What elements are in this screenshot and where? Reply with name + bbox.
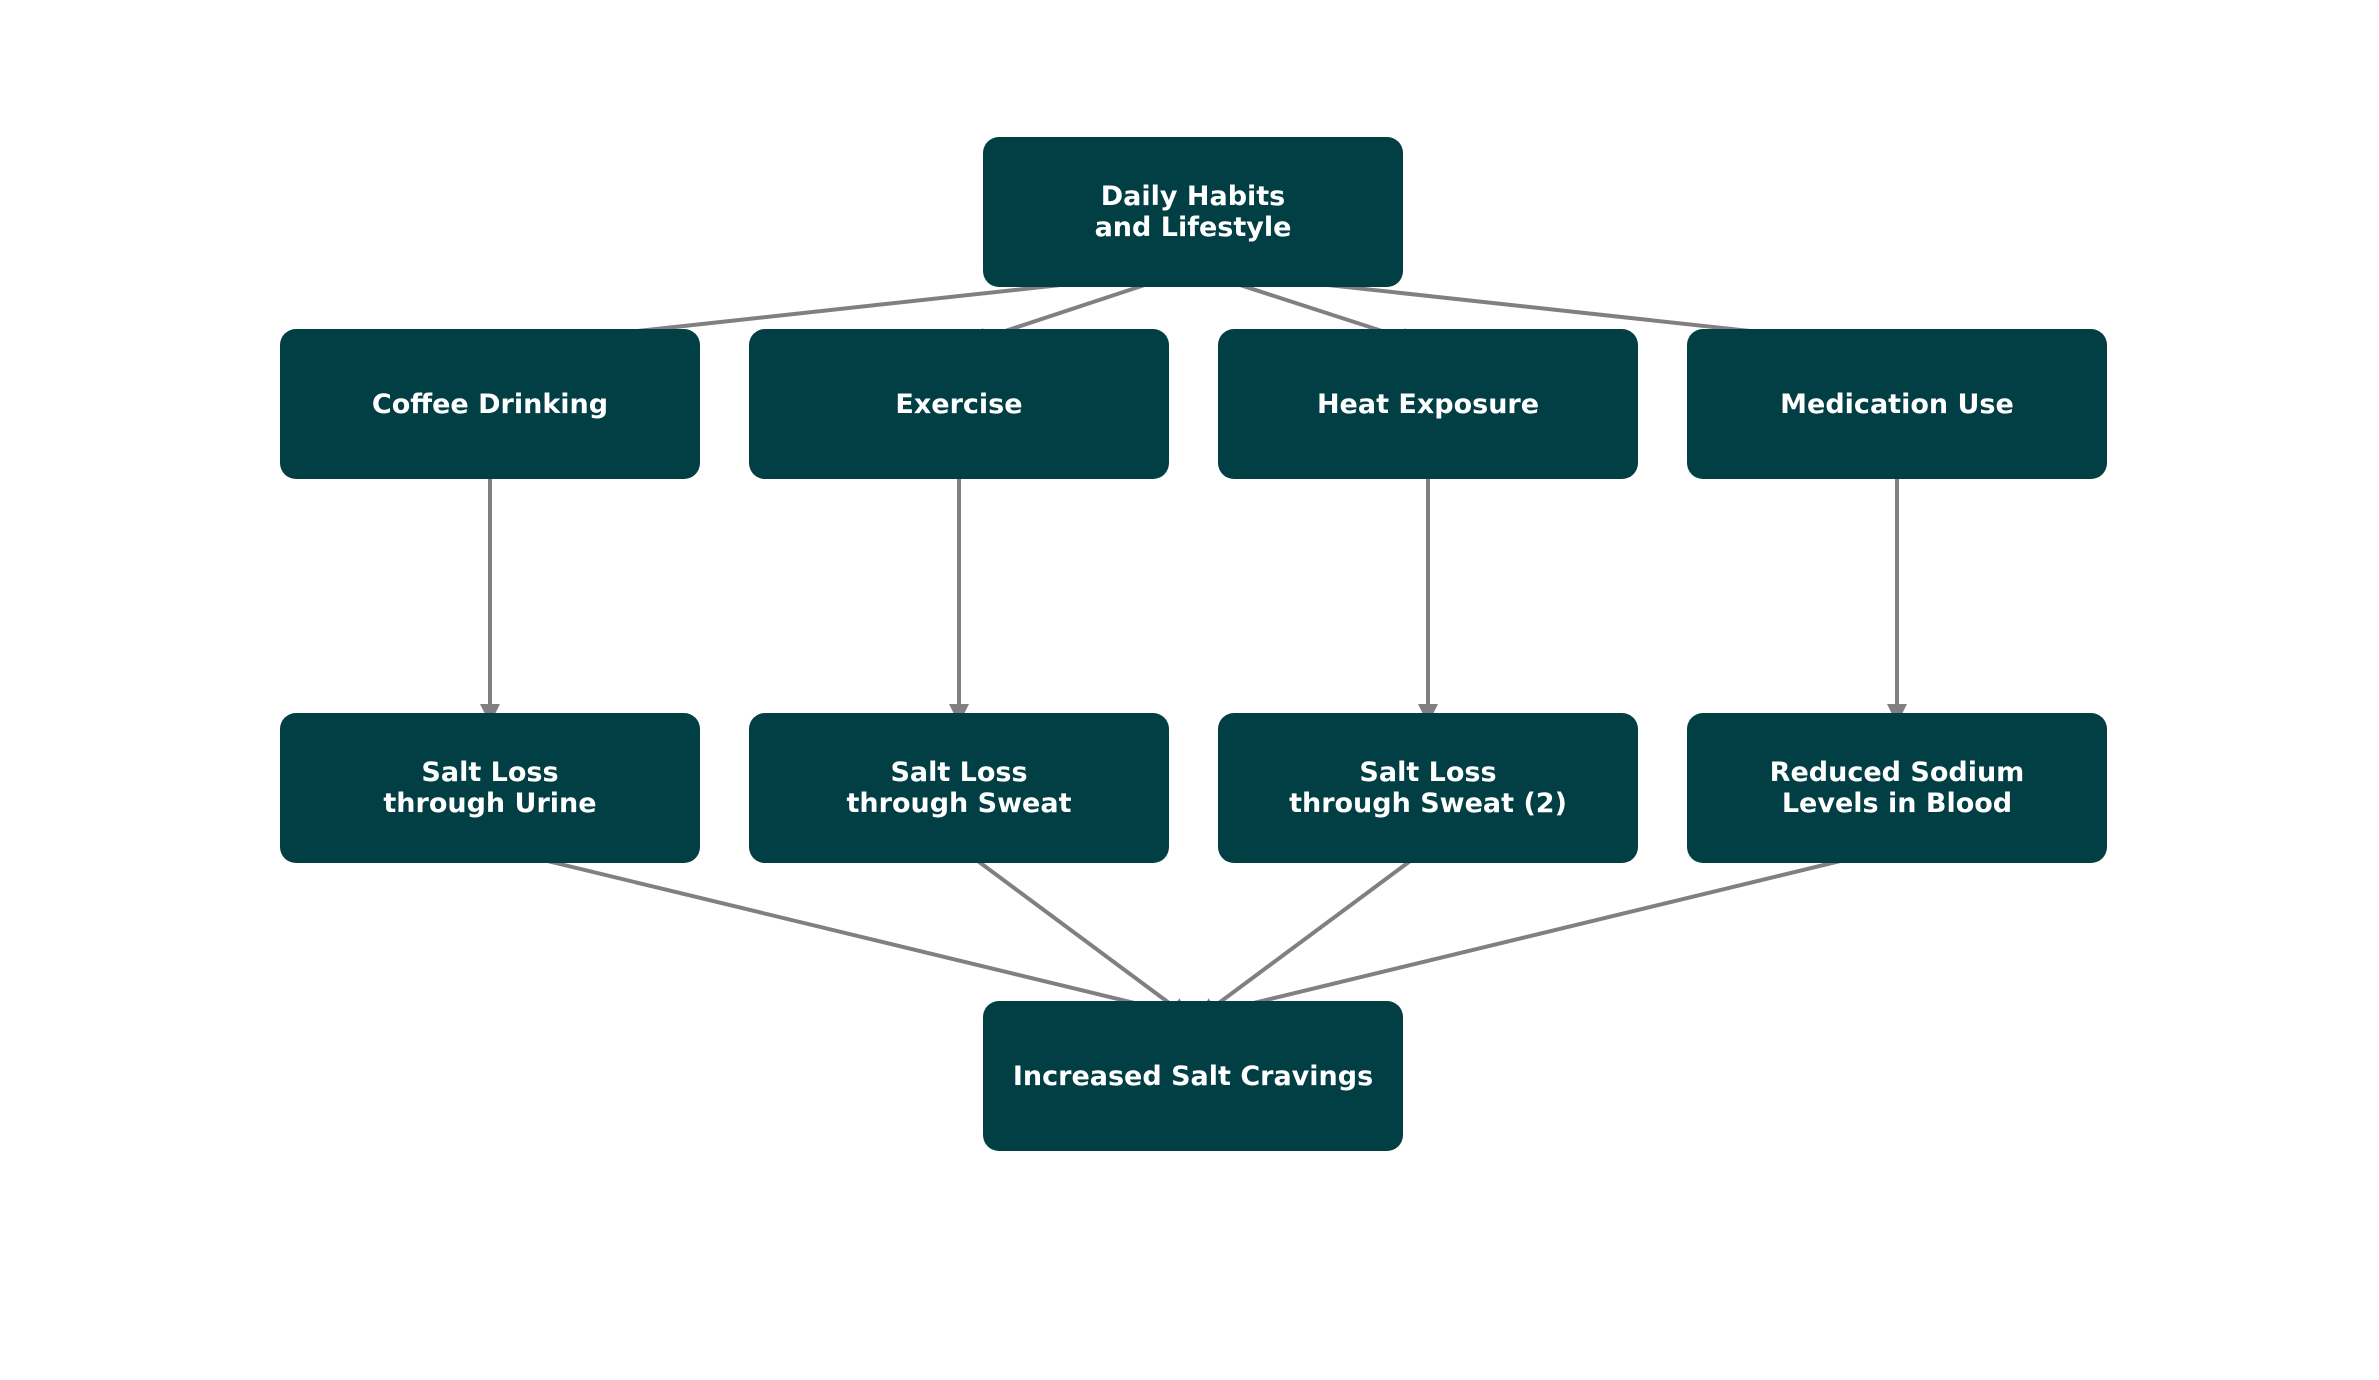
edge-sodium-cravings-arrow (1198, 846, 1896, 1022)
node-label: Reduced Sodium Levels in Blood (1769, 757, 2025, 819)
node-reduced-sodium: Reduced Sodium Levels in Blood (1687, 713, 2107, 863)
edge-urine-cravings-arrow (492, 846, 1190, 1022)
node-salt-loss-urine: Salt Loss through Urine (280, 713, 700, 863)
node-salt-loss-sweat: Salt Loss through Sweat (749, 713, 1169, 863)
edge-sweat-cravings-arrow (961, 848, 1190, 1019)
node-label: Salt Loss through Sweat (846, 757, 1072, 819)
node-daily-habits: Daily Habits and Lifestyle (983, 137, 1403, 287)
node-label: Increased Salt Cravings (1012, 1060, 1374, 1092)
node-label: Salt Loss through Sweat (2) (1289, 757, 1567, 819)
node-label: Heat Exposure (1316, 388, 1540, 420)
node-coffee-drinking: Coffee Drinking (280, 329, 700, 479)
node-label: Medication Use (1780, 388, 2014, 420)
node-medication-use: Medication Use (1687, 329, 2107, 479)
node-salt-loss-sweat-2: Salt Loss through Sweat (2) (1218, 713, 1638, 863)
node-label: Daily Habits and Lifestyle (1094, 181, 1292, 243)
node-increased-salt-cravings: Increased Salt Cravings (983, 1001, 1403, 1151)
node-label: Salt Loss through Urine (383, 757, 597, 819)
node-exercise: Exercise (749, 329, 1169, 479)
node-heat-exposure: Heat Exposure (1218, 329, 1638, 479)
node-label: Coffee Drinking (371, 388, 609, 420)
edge-sweat2-cravings-arrow (1198, 848, 1427, 1019)
node-label: Exercise (895, 388, 1023, 420)
